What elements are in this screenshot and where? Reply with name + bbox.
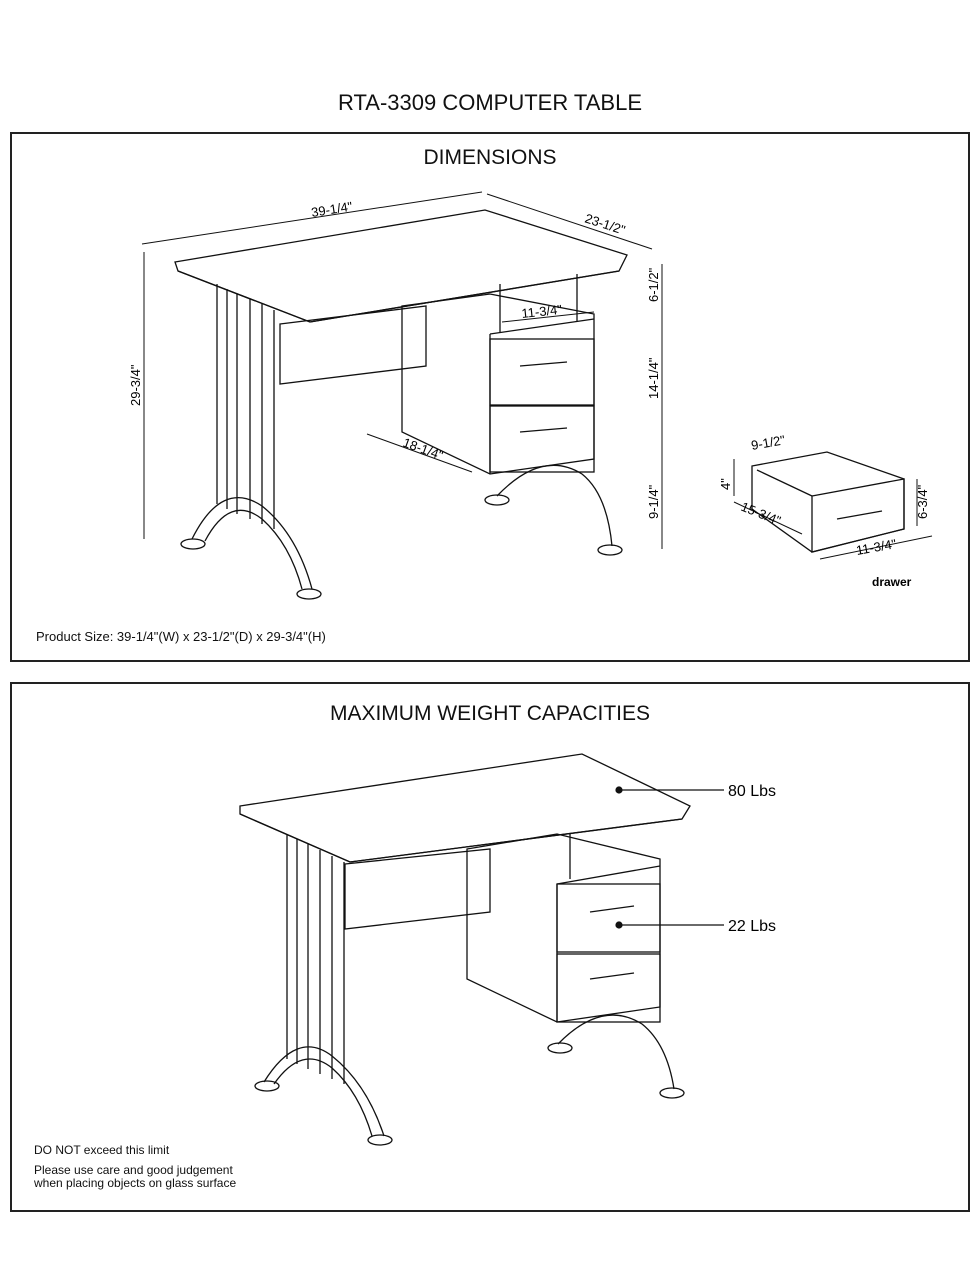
drawer-depth-label: 15-3/4" bbox=[739, 499, 783, 529]
weight-panel: MAXIMUM WEIGHT CAPACITIES bbox=[10, 682, 970, 1212]
drawer-upper bbox=[489, 338, 595, 406]
drawer-front-width-label: 11-3/4" bbox=[855, 536, 898, 558]
dimensions-diagram: 39-1/4" 23-1/2" 29-3/4" 6-1/2" 11-3/4" 1… bbox=[128, 191, 933, 600]
clearance-label: 9-1/4" bbox=[646, 484, 661, 519]
cabinet-height-label: 14-1/4" bbox=[646, 357, 661, 399]
desk-apron bbox=[279, 305, 427, 385]
drawer-capacity-label: 22 Lbs bbox=[728, 918, 776, 935]
drawer-caption: drawer bbox=[872, 575, 912, 589]
cabinet-width-label: 11-3/4" bbox=[521, 302, 563, 321]
desk-drawing bbox=[174, 209, 628, 600]
top-capacity-label: 80 Lbs bbox=[728, 783, 776, 800]
cabinet-depth-label: 18-1/4" bbox=[401, 435, 445, 463]
dimensions-title: DIMENSIONS bbox=[423, 146, 557, 169]
drawer-lower bbox=[489, 405, 595, 473]
dimension-lines bbox=[141, 191, 663, 549]
limit-note: DO NOT exceed this limit bbox=[34, 1143, 170, 1157]
care-note-line2: when placing objects on glass surface bbox=[34, 1176, 237, 1190]
left-arch bbox=[191, 497, 313, 590]
apron-height-label: 6-1/2" bbox=[646, 267, 661, 302]
height-label: 29-3/4" bbox=[128, 364, 143, 406]
drawer-height-side-label: 4" bbox=[718, 478, 733, 490]
drawer-width-top-label: 9-1/2" bbox=[750, 432, 787, 453]
drawer-front-height-label: 6-3/4" bbox=[915, 484, 930, 519]
dimensions-panel: DIMENSIONS bbox=[10, 132, 970, 662]
desk-drawing-weight bbox=[239, 753, 691, 1146]
care-note-line1: Please use care and good judgement bbox=[34, 1163, 233, 1177]
product-size: Product Size: 39-1/4"(W) x 23-1/2"(D) x … bbox=[36, 629, 326, 644]
weight-title: MAXIMUM WEIGHT CAPACITIES bbox=[329, 702, 651, 725]
weight-diagram: 80 Lbs 22 Lbs bbox=[239, 753, 776, 1146]
drawer-detail-drawing bbox=[751, 451, 905, 553]
page-title: RTA-3309 COMPUTER TABLE bbox=[337, 90, 642, 115]
callouts bbox=[615, 786, 724, 929]
width-label: 39-1/4" bbox=[310, 199, 354, 220]
